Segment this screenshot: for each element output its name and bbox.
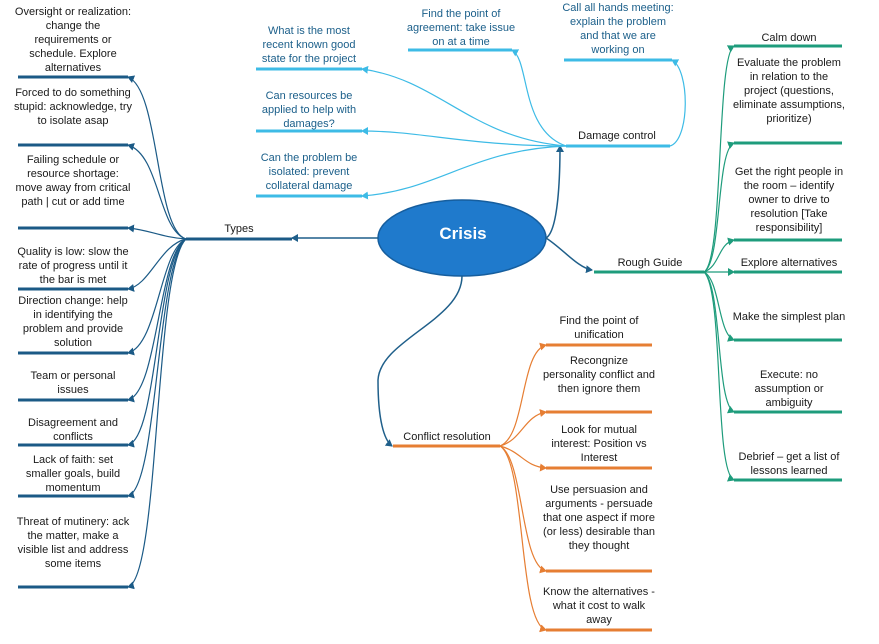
- damage-item-isolated[interactable]: Can the problem be isolated: prevent col…: [260, 152, 358, 192]
- types-item-quality-low[interactable]: Quality is low: slow the rate of progres…: [17, 246, 129, 286]
- conflict-item-personality[interactable]: Recongnize personality conflict and then…: [543, 355, 655, 395]
- damage-item-all-hands[interactable]: Call all hands meeting: explain the prob…: [562, 2, 674, 56]
- types-item-oversight[interactable]: Oversight or realization: change the req…: [14, 6, 132, 74]
- branch-types-label[interactable]: Types: [224, 223, 254, 235]
- damage-item-resources[interactable]: Can resources be applied to help with da…: [261, 90, 357, 130]
- damage-item-point-of-agreement[interactable]: Find the point of agreement: take issue …: [406, 8, 516, 48]
- guide-item-right-people[interactable]: Get the right people in the room – ident…: [734, 166, 844, 234]
- branch-rough-guide-label[interactable]: Rough Guide: [617, 257, 683, 269]
- guide-item-debrief[interactable]: Debrief – get a list of lessons learned: [738, 451, 840, 477]
- conflict-item-persuasion[interactable]: Use persuasion and arguments - persuade …: [543, 484, 655, 552]
- center-label[interactable]: Crisis: [439, 224, 487, 243]
- types-item-direction-change[interactable]: Direction change: help in identifying th…: [18, 295, 128, 349]
- guide-item-execute[interactable]: Execute: no assumption or ambiguity: [754, 369, 824, 409]
- types-item-forced[interactable]: Forced to do something stupid: acknowled…: [14, 87, 133, 127]
- types-item-disagreement[interactable]: Disagreement and conflicts: [28, 417, 118, 443]
- guide-item-simplest-plan[interactable]: Make the simplest plan: [732, 311, 846, 323]
- guide-item-evaluate[interactable]: Evaluate the problem in relation to the …: [733, 57, 845, 125]
- types-item-mutinery[interactable]: Threat of mutinery: ack the matter, make…: [16, 516, 130, 570]
- damage-item-good-state[interactable]: What is the most recent known good state…: [261, 25, 357, 65]
- types-item-failing-schedule[interactable]: Failing schedule or resource shortage: m…: [15, 154, 131, 208]
- guide-item-explore-alternatives[interactable]: Explore alternatives: [740, 257, 838, 269]
- branch-conflict-resolution-label[interactable]: Conflict resolution: [403, 431, 491, 443]
- branch-damage-control-label[interactable]: Damage control: [578, 130, 656, 142]
- conflict-item-unification[interactable]: Find the point of unification: [559, 315, 639, 341]
- types-item-team-issues[interactable]: Team or personal issues: [30, 370, 116, 396]
- types-item-lack-of-faith[interactable]: Lack of faith: set smaller goals, build …: [25, 454, 121, 494]
- conflict-item-alternatives[interactable]: Know the alternatives - what it cost to …: [543, 586, 655, 626]
- guide-item-calm-down[interactable]: Calm down: [761, 32, 817, 44]
- conflict-item-mutual-interest[interactable]: Look for mutual interest: Position vs In…: [551, 424, 647, 464]
